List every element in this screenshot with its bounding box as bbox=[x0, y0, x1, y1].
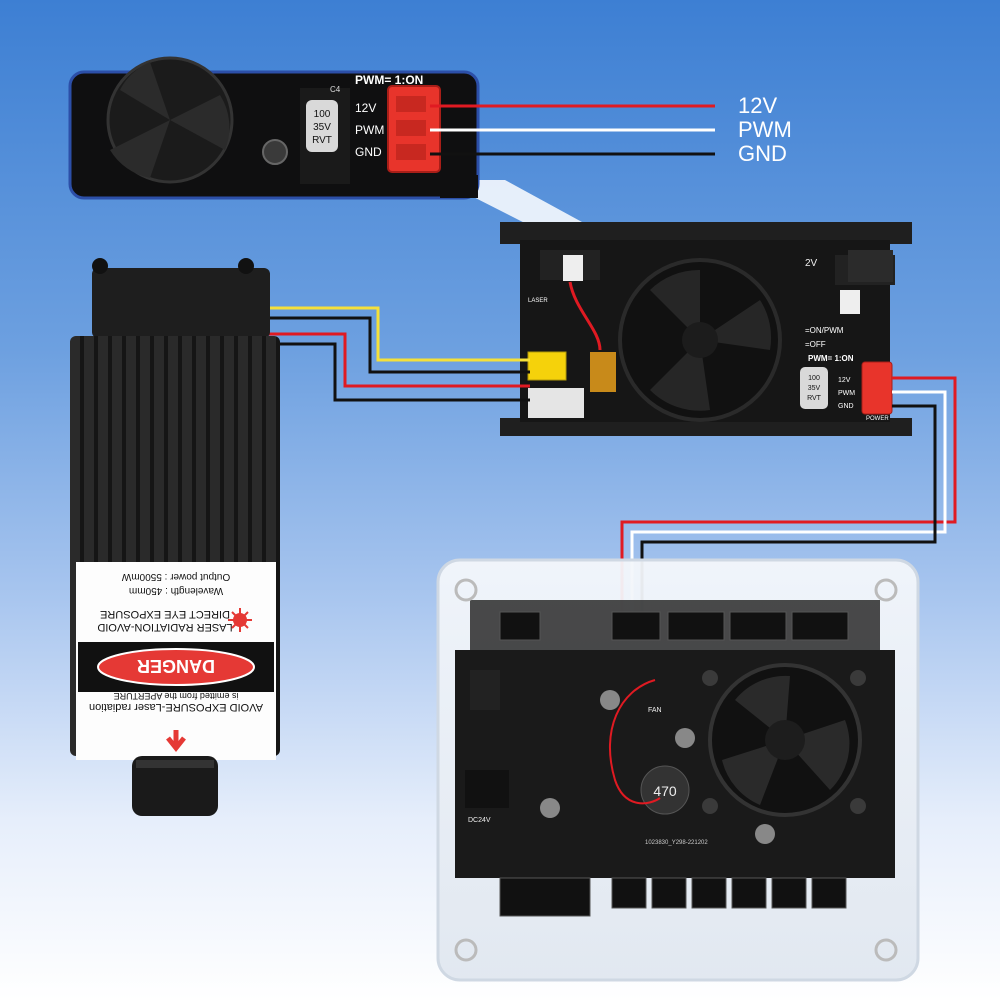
driver-cap-1: 100 bbox=[808, 375, 820, 382]
cap-text-2: 35V bbox=[313, 122, 331, 133]
callout-silk-pwm: PWM bbox=[355, 123, 384, 137]
dc-jack bbox=[848, 250, 893, 282]
fan-label: FAN bbox=[648, 707, 662, 714]
driver-capacitor bbox=[800, 367, 828, 409]
black-wire bbox=[268, 342, 530, 402]
laser-module: Output power : 5500mW Wavelength : 450mm… bbox=[70, 258, 280, 816]
danger-badge bbox=[97, 648, 255, 686]
driver-board: 2V =ON/PWM =OFF PWM= 1:ON 100 35V RVT 12… bbox=[500, 222, 912, 436]
callout-inset: 100 35V RVT C4 PWM= 1:ON 12V PWM GND bbox=[68, 56, 480, 200]
label-12v: 12V bbox=[738, 93, 777, 118]
laser-hazard-icon bbox=[228, 608, 252, 632]
cap-text-3: RVT bbox=[312, 135, 332, 146]
driver-on-pwm: =ON/PWM bbox=[805, 326, 844, 335]
yellow-wire bbox=[268, 306, 530, 362]
label-gnd: GND bbox=[738, 141, 787, 166]
callout-silk-12v: 12V bbox=[355, 101, 376, 115]
arrow-down-icon bbox=[166, 730, 186, 753]
wavelength: Wavelength : 450mm bbox=[129, 585, 223, 596]
label-pwm: PWM bbox=[738, 117, 792, 142]
output-power: Output power : 5500mW bbox=[121, 571, 230, 582]
laser-fan bbox=[92, 268, 270, 338]
silk-c4: C4 bbox=[330, 85, 341, 94]
cap-text-1: 100 bbox=[314, 109, 331, 120]
inductor-text: 470 bbox=[653, 783, 677, 799]
driver-silk-pwm: PWM bbox=[838, 390, 855, 397]
driver-fan-connector bbox=[861, 361, 893, 415]
driver-cap-3: RVT bbox=[807, 395, 822, 402]
callout-silk-gnd: GND bbox=[355, 145, 382, 159]
driver-silk-2v: 2V bbox=[805, 258, 818, 269]
avoid-line1: AVOID EXPOSURE-Laser radiation bbox=[89, 701, 263, 713]
white-connector bbox=[528, 388, 584, 418]
driver-cap-2: 35V bbox=[808, 385, 821, 392]
callout-pwm-header: PWM= 1:ON bbox=[355, 73, 423, 87]
yellow-connector bbox=[527, 351, 567, 381]
dc-label: DC24V bbox=[468, 817, 491, 824]
controller-serial: 1023830_Y298-221202 bbox=[645, 840, 708, 846]
driver-silk-gnd: GND bbox=[838, 403, 854, 410]
laser-lens bbox=[132, 756, 218, 816]
warning-line1: LASER RADIATION-AVOID bbox=[97, 621, 232, 633]
screw-icon bbox=[262, 139, 288, 165]
driver-laser-label: LASER bbox=[528, 298, 548, 304]
driver-pwm-header: PWM= 1:ON bbox=[808, 354, 854, 363]
avoid-line2: is emitted from the APERTURE bbox=[114, 691, 239, 701]
dc-jack bbox=[465, 770, 509, 808]
warning-line2: DIRECT EYE EXPOSURE bbox=[100, 608, 230, 620]
driver-power-label: POWER bbox=[866, 416, 889, 422]
red-wire bbox=[268, 332, 530, 388]
capacitor bbox=[306, 100, 338, 152]
danger-text: DANGER bbox=[137, 656, 215, 676]
driver-silk-12v: 12V bbox=[838, 377, 851, 384]
controller-board: 470 FAN DC24V 1023830_Y298-221202 bbox=[436, 558, 920, 982]
driver-off: =OFF bbox=[805, 340, 826, 349]
